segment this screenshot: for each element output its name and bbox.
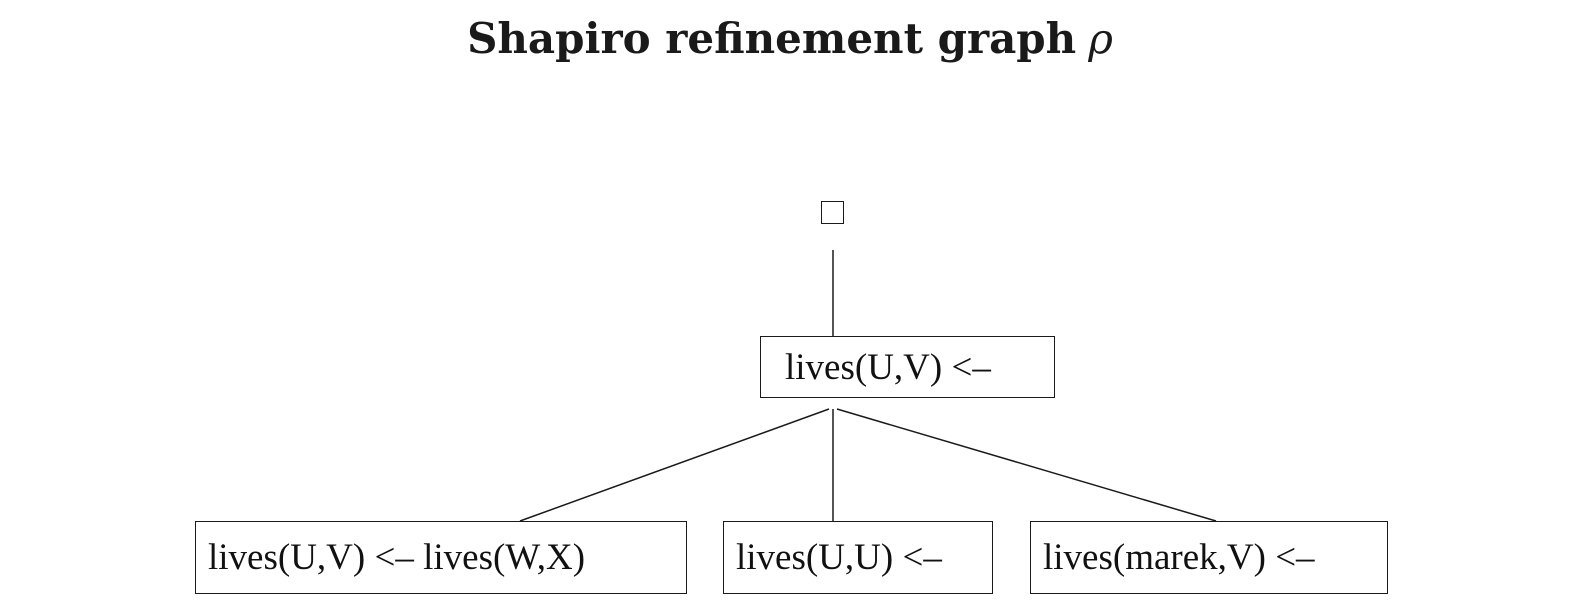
node-label: lives(U,V) <– lives(W,X): [208, 537, 586, 578]
node-label: lives(U,U) <–: [736, 537, 942, 578]
node-label: lives(U,V) <–: [785, 346, 991, 388]
title-text: Shapiro refinement graph: [467, 14, 1077, 63]
root-node-empty-clause: [821, 201, 844, 224]
node-label: lives(marek,V) <–: [1043, 537, 1315, 578]
node-lives-marek-v: lives(marek,V) <–: [1030, 521, 1388, 594]
node-lives-u-u: lives(U,U) <–: [723, 521, 993, 594]
node-lives-u-v-lives-w-x: lives(U,V) <– lives(W,X): [195, 521, 687, 594]
edge-head-child-3: [836, 408, 1217, 522]
edge-head-child-1: [519, 408, 830, 522]
node-lives-u-v: lives(U,V) <–: [760, 336, 1055, 398]
title-symbol: ρ: [1088, 14, 1113, 63]
